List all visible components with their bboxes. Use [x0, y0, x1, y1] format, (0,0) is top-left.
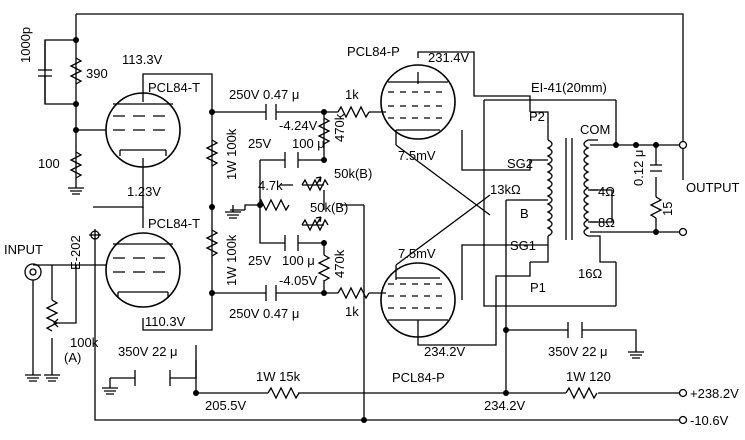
label-v-2314: 231.4V: [428, 50, 470, 65]
labels: 1000p 390 100 113.3V PCL84-T 1.23V PCL84…: [4, 27, 740, 428]
label-transformer: EI-41(20mm): [531, 80, 607, 95]
label-v-2342: 234.2V: [424, 344, 466, 359]
label-input: INPUT: [4, 242, 43, 257]
label-v-1103: 110.3V: [145, 314, 186, 329]
label-tap-16: 16Ω: [578, 266, 602, 281]
label-p1: P1: [530, 280, 546, 295]
label-v-2055: 205.5V: [205, 398, 247, 413]
label-v-2342-bottom: 234.2V: [484, 398, 526, 413]
label-pot-100k: 100k: [70, 335, 99, 350]
label-res-1k-top: 1k: [345, 87, 359, 102]
label-cap-350v-left: 350V 22 μ: [118, 344, 178, 359]
tube-driver-bottom: [105, 232, 181, 308]
label-res-470k-top: 470k: [332, 113, 347, 142]
label-tube-top: PCL84-T: [148, 80, 200, 95]
label-sg1: SG1: [510, 238, 536, 253]
label-tube-pp-bottom: PCL84-P: [392, 370, 445, 385]
label-v-neg424: -4.24V: [279, 118, 318, 133]
label-cap-25v-bottom: 25V: [248, 253, 271, 268]
label-b-tap: B: [520, 206, 529, 221]
label-p2: P2: [529, 109, 545, 124]
tube-driver-top: [105, 92, 181, 168]
label-res-47k: 4.7k: [258, 178, 283, 193]
tube-power-bottom: [380, 262, 456, 338]
label-v-123: 1.23V: [127, 184, 161, 199]
label-cap-1000p: 1000p: [18, 27, 33, 63]
label-res-15: 15: [660, 202, 675, 216]
label-tube-code: E-202: [68, 235, 83, 270]
label-rail-minus: -10.6V: [690, 413, 729, 428]
label-sg2: SG2: [507, 156, 533, 171]
label-rail-plus: +238.2V: [690, 386, 739, 401]
label-v-113: 113.3V: [122, 52, 163, 67]
label-v-75-bottom: 7.5mV: [398, 246, 436, 261]
label-cap-25v-top: 25V: [248, 136, 271, 151]
label-pot-100k-tag: (A): [64, 350, 81, 365]
junction-dots: [73, 37, 659, 423]
label-v-75-top: 7.5mV: [398, 148, 436, 163]
label-pot-50k-top: 50k(B): [334, 166, 372, 181]
label-res-1w-100k-top: 1W 100k: [224, 128, 239, 180]
label-tap-4: 4Ω: [598, 184, 615, 199]
tube-power-top: [380, 64, 456, 140]
label-imp-13k: 13kΩ: [490, 182, 521, 197]
label-res-1w-100k-bottom: 1W 100k: [224, 234, 239, 286]
label-cap-top-coupling: 250V 0.47 μ: [229, 87, 299, 102]
label-cap-012: 0.12 μ: [631, 150, 646, 186]
label-res-120: 1W 120: [566, 369, 611, 384]
label-cap-100-top: 100 μ: [292, 136, 325, 151]
label-res-100: 100: [38, 156, 60, 171]
label-com: COM: [580, 122, 610, 137]
terminals: [678, 140, 688, 425]
label-res-390: 390: [86, 66, 108, 81]
label-cap-bottom-coupling: 250V 0.47 μ: [229, 306, 299, 321]
label-res-470k-bottom: 470k: [332, 249, 347, 278]
label-res-1k-bottom: 1k: [345, 304, 359, 319]
label-tube-bottom: PCL84-T: [148, 216, 200, 231]
label-pot-50k-bottom: 50k(B): [310, 200, 348, 215]
label-tube-pp-top: PCL84-P: [347, 44, 400, 59]
components: [24, 40, 663, 400]
label-res-15k: 1W 15k: [256, 369, 301, 384]
label-v-neg405: -4.05V: [279, 273, 318, 288]
label-cap-100-bottom: 100 μ: [282, 253, 315, 268]
label-tap-8: 8Ω: [598, 215, 615, 230]
label-output: OUTPUT: [686, 180, 740, 195]
label-cap-350v-right: 350V 22 μ: [548, 344, 608, 359]
